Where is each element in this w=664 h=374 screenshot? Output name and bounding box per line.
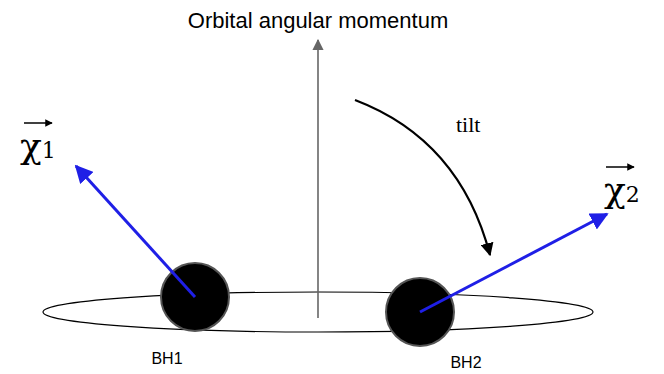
tilt-arrow	[355, 100, 490, 255]
axis-title: Orbital angular momentum	[188, 10, 448, 32]
spin-symbol: χ2	[604, 172, 640, 208]
spin-symbol: χ1	[20, 128, 56, 164]
tilt-label: tilt	[456, 114, 480, 136]
black-hole-label: BH1	[151, 351, 182, 367]
black-hole: BH1	[160, 262, 230, 332]
angular-momentum-axis	[317, 40, 319, 318]
black-hole-label: BH2	[450, 355, 481, 371]
vector-accent	[606, 166, 634, 168]
black-hole: BH2	[385, 277, 455, 347]
vector-accent	[24, 122, 52, 124]
